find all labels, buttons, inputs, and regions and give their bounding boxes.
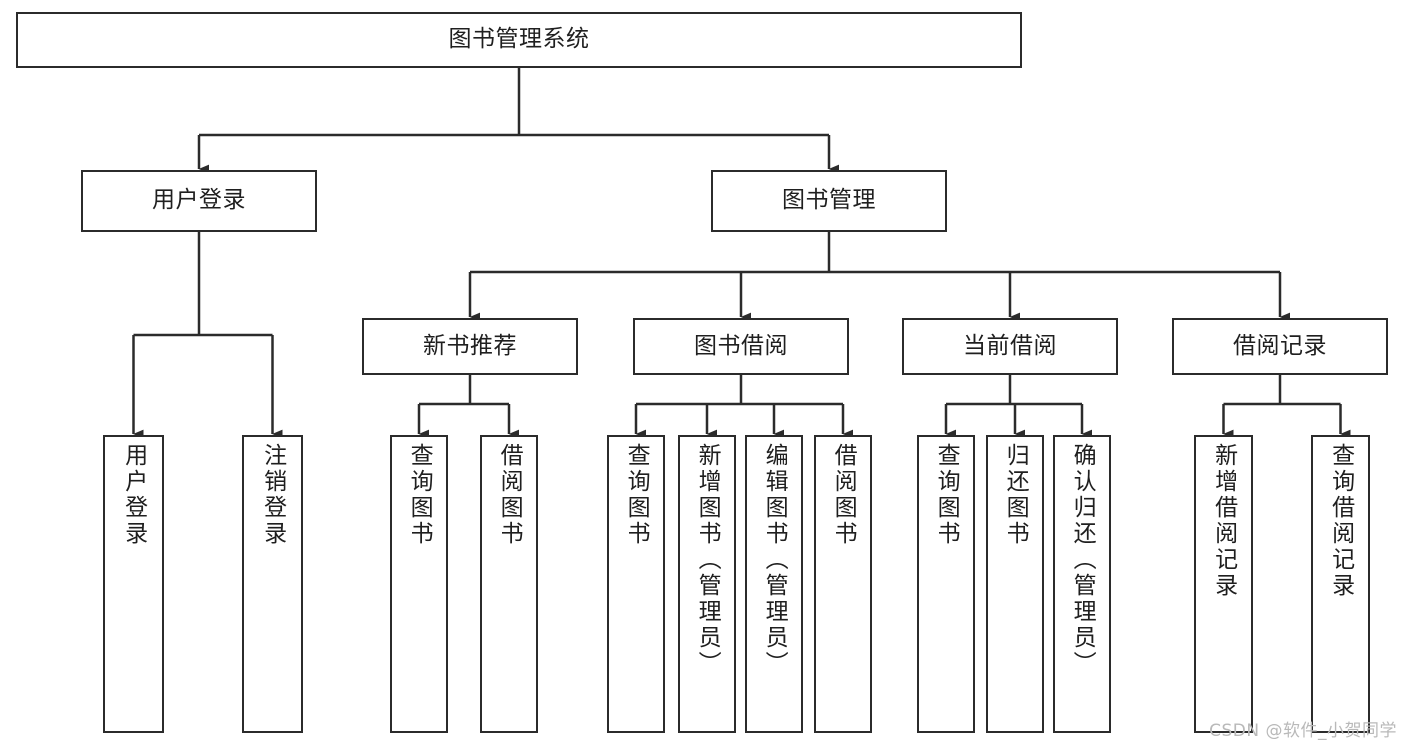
node-label: 新增借阅记录 — [1210, 443, 1237, 599]
node-label: 借阅图书 — [496, 443, 523, 547]
node-root[interactable]: 图书管理系统 — [16, 12, 1022, 68]
node-borrow-log[interactable]: 借阅记录 — [1172, 318, 1388, 375]
node-new-book-rec[interactable]: 新书推荐 — [362, 318, 578, 375]
node-label: 编辑图书（管理员） — [761, 443, 788, 677]
node-leaf-bb-edit[interactable]: 编辑图书（管理员） — [745, 435, 803, 733]
node-book-borrow[interactable]: 图书借阅 — [633, 318, 849, 375]
node-label: 确认归还（管理员） — [1069, 443, 1096, 677]
node-leaf-cb-query[interactable]: 查询图书 — [917, 435, 975, 733]
node-leaf-login[interactable]: 用户登录 — [103, 435, 164, 733]
node-label: 查询借阅记录 — [1327, 443, 1354, 599]
node-label: 借阅图书 — [830, 443, 857, 547]
node-leaf-bb-add[interactable]: 新增图书（管理员） — [678, 435, 736, 733]
node-label: 注销登录 — [259, 443, 286, 547]
node-label: 新增图书（管理员） — [694, 443, 721, 677]
node-label: 查询图书 — [623, 443, 650, 547]
watermark: CSDN @软件_小贺同学 — [1209, 721, 1397, 741]
node-leaf-bb-borrow[interactable]: 借阅图书 — [814, 435, 872, 733]
node-label: 用户登录 — [120, 443, 147, 547]
node-leaf-rec-borrow[interactable]: 借阅图书 — [480, 435, 538, 733]
node-user-login[interactable]: 用户登录 — [81, 170, 317, 232]
node-label: 当前借阅 — [963, 332, 1057, 359]
node-leaf-bl-query[interactable]: 查询借阅记录 — [1311, 435, 1370, 733]
connector-lines — [132, 68, 1351, 439]
node-label: 归还图书 — [1002, 443, 1029, 547]
node-leaf-logout[interactable]: 注销登录 — [242, 435, 303, 733]
node-label: 查询图书 — [406, 443, 433, 547]
node-leaf-cb-confirm[interactable]: 确认归还（管理员） — [1053, 435, 1111, 733]
node-leaf-bb-query[interactable]: 查询图书 — [607, 435, 665, 733]
node-label: 新书推荐 — [423, 332, 517, 359]
node-label: 用户登录 — [152, 187, 246, 214]
node-leaf-rec-query[interactable]: 查询图书 — [390, 435, 448, 733]
node-label: 图书管理系统 — [448, 26, 590, 53]
node-book-mgmt[interactable]: 图书管理 — [711, 170, 947, 232]
node-label: 图书管理 — [782, 187, 876, 214]
node-cur-borrow[interactable]: 当前借阅 — [902, 318, 1118, 375]
node-leaf-bl-add[interactable]: 新增借阅记录 — [1194, 435, 1253, 733]
node-leaf-cb-return[interactable]: 归还图书 — [986, 435, 1044, 733]
node-label: 图书借阅 — [694, 332, 788, 359]
node-label: 借阅记录 — [1233, 332, 1327, 359]
node-label: 查询图书 — [933, 443, 960, 547]
